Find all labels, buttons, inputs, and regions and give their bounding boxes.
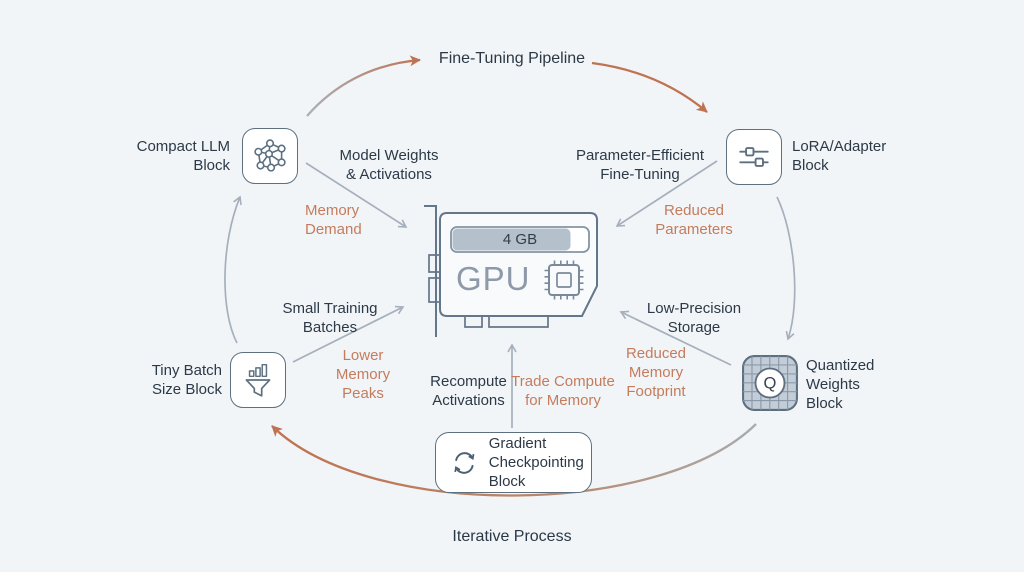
gpu-bracket: [424, 205, 437, 337]
arc-pipeline-right: [591, 61, 708, 113]
tiny-batch-label: Tiny Batch Size Block: [151, 362, 222, 398]
reduced-memory-footprint-label: Reduced Memory Footprint: [625, 345, 687, 400]
model-weights-label: Model Weights & Activations: [339, 147, 439, 183]
parameter-efficient-label: Parameter-Efficient Fine-Tuning: [575, 147, 705, 183]
memory-demand-label: Memory Demand: [305, 202, 362, 238]
lora-adapter-block: [726, 129, 782, 185]
arrow-compact-to-gpu: [305, 162, 408, 228]
low-precision-storage-label: Low-Precision Storage: [646, 300, 742, 336]
quantized-weights-block: Q: [741, 354, 799, 412]
arc-tiny-to-compact: [224, 195, 242, 344]
arrow-lora-to-gpu: [615, 160, 718, 227]
tiny-batch-size-block: [230, 352, 286, 408]
gpu-chip-icon: [544, 260, 584, 300]
iterative-process-label: Iterative Process: [452, 528, 572, 545]
lora-adapter-label: LoRA/Adapter Block: [792, 138, 887, 174]
gradient-checkpointing-block: Gradient Checkpointing Block: [435, 432, 592, 493]
memory-bar-fill: [452, 228, 571, 251]
arc-pipeline-left: [306, 55, 421, 117]
arrow-quantized-to-gpu: [619, 310, 732, 366]
pipeline-title: Fine-Tuning Pipeline: [438, 50, 586, 67]
arc-lora-to-quantized: [776, 196, 796, 341]
gradient-checkpointing-label: Gradient Checkpointing Block: [488, 435, 584, 490]
gpu-bottom-connectors: [464, 316, 549, 328]
quantized-icon-letter: Q: [764, 374, 777, 393]
reduced-parameters-label: Reduced Parameters: [655, 202, 733, 238]
quantized-weights-label: Quantized Weights Block: [806, 357, 875, 412]
quantized-grid-icon: Q: [742, 355, 798, 411]
gpu-side-ports: [428, 254, 440, 303]
sliders-icon: [739, 147, 769, 167]
compact-llm-block: [242, 128, 298, 184]
gpu-label: GPU: [456, 260, 531, 297]
gpu-card: [424, 205, 598, 337]
arrow-tiny-to-gpu: [292, 305, 405, 363]
lower-memory-peaks-label: Lower Memory Peaks: [335, 347, 391, 402]
trade-compute-label: Trade Compute for Memory: [511, 373, 615, 409]
small-training-batches-label: Small Training Batches: [282, 300, 378, 336]
gpu-memory-capacity: 4 GB: [502, 231, 538, 248]
arc-iterative: [271, 423, 757, 497]
cycle-icon: [447, 451, 482, 474]
funnel-bars-icon: [245, 363, 271, 397]
recompute-activations-label: Recompute Activations: [430, 373, 507, 409]
compact-llm-label: Compact LLM Block: [136, 138, 230, 174]
neural-network-icon: [254, 139, 286, 172]
